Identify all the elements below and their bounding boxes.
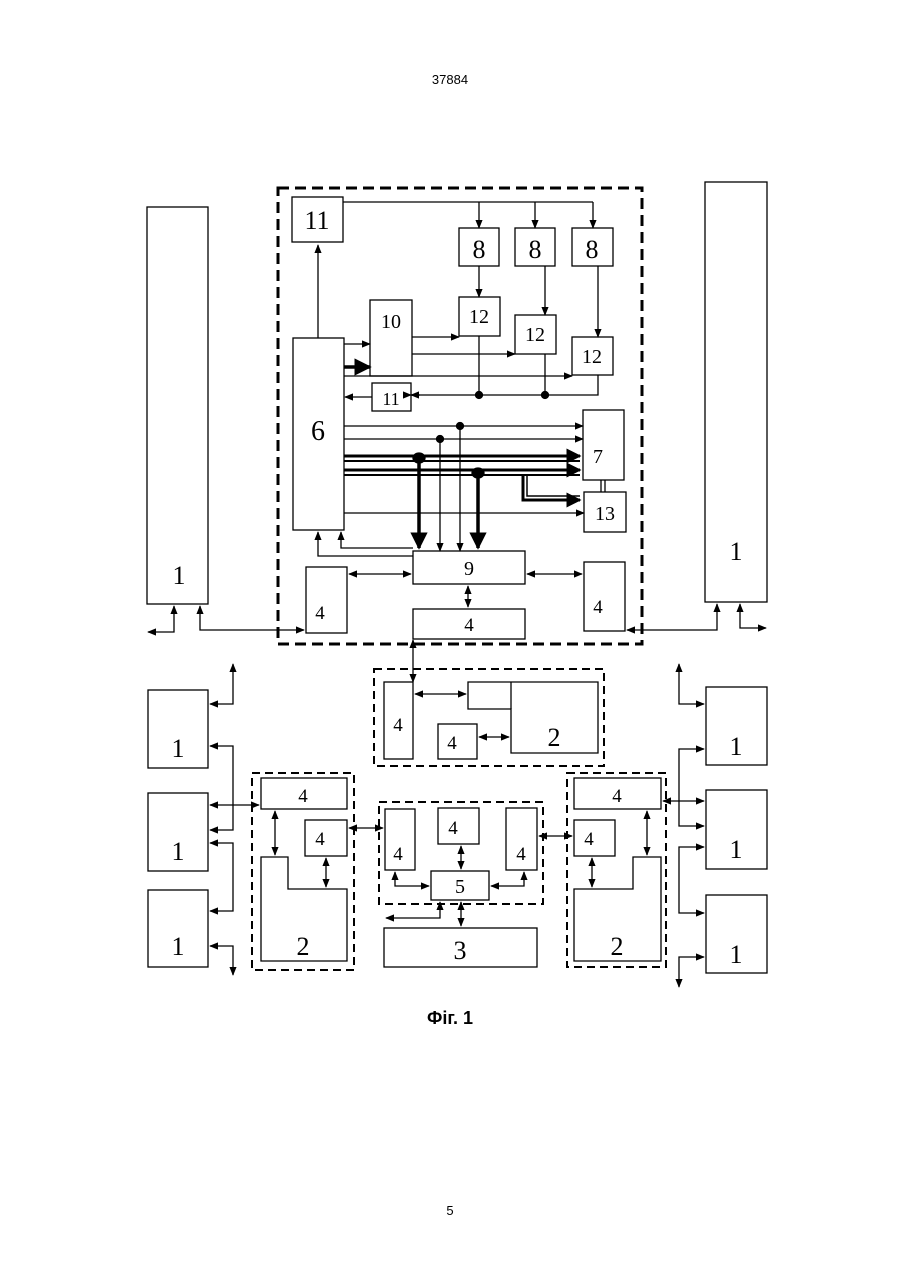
label-8-c: 8	[586, 235, 599, 264]
figure-caption: Фіг. 1	[0, 1008, 900, 1029]
label-2-right-group: 2	[611, 932, 624, 961]
label-9: 9	[464, 558, 474, 580]
block-4-right-group-small	[574, 820, 615, 856]
block-4-top-group-small	[438, 724, 477, 759]
right-bus-b	[679, 749, 704, 826]
left-bus-c	[210, 843, 233, 911]
label-1-right-a: 1	[730, 732, 743, 761]
conn-9-to-6-a	[318, 532, 413, 556]
left-bus-d	[210, 946, 233, 975]
label-1-right-c: 1	[730, 940, 743, 969]
label-1-right-b: 1	[730, 835, 743, 864]
label-1-left-large: 1	[173, 561, 186, 590]
block-7	[583, 410, 624, 480]
left-bus-b	[210, 746, 233, 830]
block-4-center-top	[438, 808, 479, 844]
conn-left-1-out	[148, 606, 174, 632]
right-bus-a	[679, 664, 704, 704]
block-2-top-group	[468, 682, 598, 753]
block-4-main-left	[306, 567, 347, 633]
label-12-c: 12	[582, 346, 602, 368]
page-number: 5	[0, 1203, 900, 1218]
right-bus-d	[679, 957, 704, 987]
label-11-top: 11	[304, 206, 329, 235]
label-4-right-group-small: 4	[584, 829, 594, 850]
label-1-left-a: 1	[172, 734, 185, 763]
label-4-left-group-small: 4	[315, 829, 325, 850]
block-4-left-group-small	[305, 820, 347, 856]
label-4-left-group-wide: 4	[298, 786, 308, 807]
conn-right-1-out	[740, 604, 766, 628]
label-4-center-right: 4	[516, 844, 526, 865]
group-top-dashed-border	[374, 669, 604, 766]
label-12-b: 12	[525, 324, 545, 346]
label-4-center-top: 4	[448, 818, 458, 839]
label-13: 13	[595, 503, 615, 525]
label-4-top-group-tall: 4	[393, 715, 403, 736]
label-3: 3	[454, 936, 467, 965]
label-2-top-group: 2	[548, 723, 561, 752]
label-4-main-right: 4	[593, 597, 603, 618]
conn-9-to-6-b	[341, 532, 413, 548]
left-bus-a	[210, 664, 233, 704]
label-4-center-left: 4	[393, 844, 403, 865]
label-1-left-c: 1	[172, 932, 185, 961]
label-10: 10	[381, 311, 401, 333]
label-8-b: 8	[529, 235, 542, 264]
label-7: 7	[593, 446, 603, 468]
label-2-left-group: 2	[297, 932, 310, 961]
block-1-left-large	[147, 207, 208, 604]
label-11-mid: 11	[382, 389, 399, 409]
label-4-main-bottom: 4	[464, 615, 474, 636]
label-12-a: 12	[469, 306, 489, 328]
label-1-left-b: 1	[172, 837, 185, 866]
label-6: 6	[311, 416, 325, 447]
block-4-main-right	[584, 562, 625, 631]
label-8-a: 8	[473, 235, 486, 264]
label-1-right-large: 1	[730, 537, 743, 566]
label-5: 5	[455, 876, 465, 898]
label-4-right-group-wide: 4	[612, 786, 622, 807]
conn-left-1-to-4	[200, 606, 304, 630]
conn-12-bus-to-11	[411, 336, 598, 395]
label-4-main-left: 4	[315, 603, 325, 624]
label-4-top-group-small: 4	[447, 733, 457, 754]
right-bus-c	[679, 847, 704, 913]
